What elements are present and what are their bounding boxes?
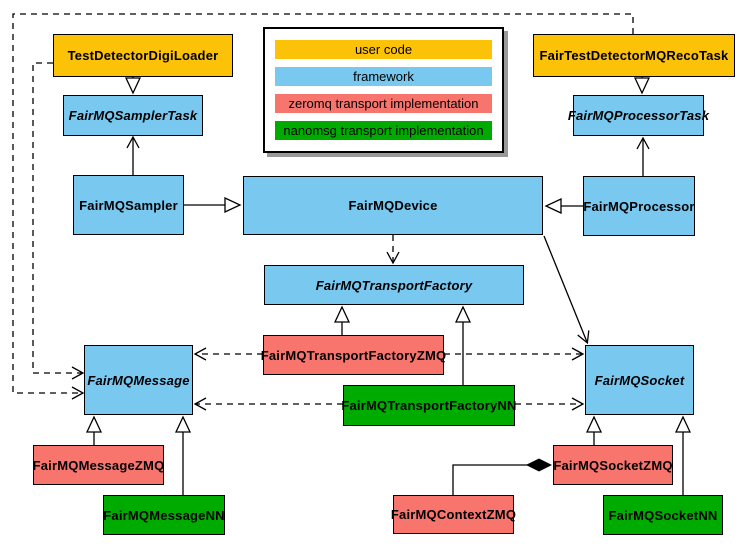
legend-item-zeromq: zeromq transport implementation (275, 94, 492, 113)
node-fairmq-context-zmq: FairMQContextZMQ (391, 495, 516, 534)
node-fairmq-sampler-task: FairMQSamplerTask (63, 95, 203, 136)
node-fair-test-detector-mq-reco-task: FairTestDetectorMQRecoTask (533, 34, 735, 77)
node-fairmq-transport-factory-nn: FairMQTransportFactoryNN (341, 385, 516, 426)
node-fairmq-processor-task: FairMQProcessorTask (568, 95, 709, 136)
legend-item-nanomsg: nanomsg transport implementation (275, 121, 492, 140)
node-fairmq-message-nn: FairMQMessageNN (103, 495, 225, 535)
node-fairmq-message: FairMQMessage (84, 345, 193, 415)
legend-item-framework: framework (275, 67, 492, 86)
legend-item-user-code: user code (275, 40, 492, 59)
node-test-detector-digi-loader: TestDetectorDigiLoader (53, 34, 233, 77)
node-fairmq-processor: FairMQProcessor (583, 176, 695, 236)
node-fairmq-transport-factory-zmq: FairMQTransportFactoryZMQ (261, 335, 446, 375)
node-fairmq-transport-factory: FairMQTransportFactory (264, 265, 524, 305)
node-fairmq-sampler: FairMQSampler (73, 175, 184, 235)
edge-contextzmq-socketzmq (452, 465, 550, 495)
edge-digiloader-message (32, 62, 85, 380)
node-fairmq-socket-nn: FairMQSocketNN (603, 495, 723, 535)
node-fairmq-device: FairMQDevice (243, 176, 543, 235)
node-fairmq-socket-zmq: FairMQSocketZMQ (553, 445, 673, 485)
edge-device-socket (543, 235, 590, 345)
node-fairmq-message-zmq: FairMQMessageZMQ (33, 445, 164, 485)
legend: user code framework zeromq transport imp… (263, 27, 504, 153)
edge-recotask-message (12, 13, 634, 400)
node-fairmq-socket: FairMQSocket (585, 345, 694, 415)
